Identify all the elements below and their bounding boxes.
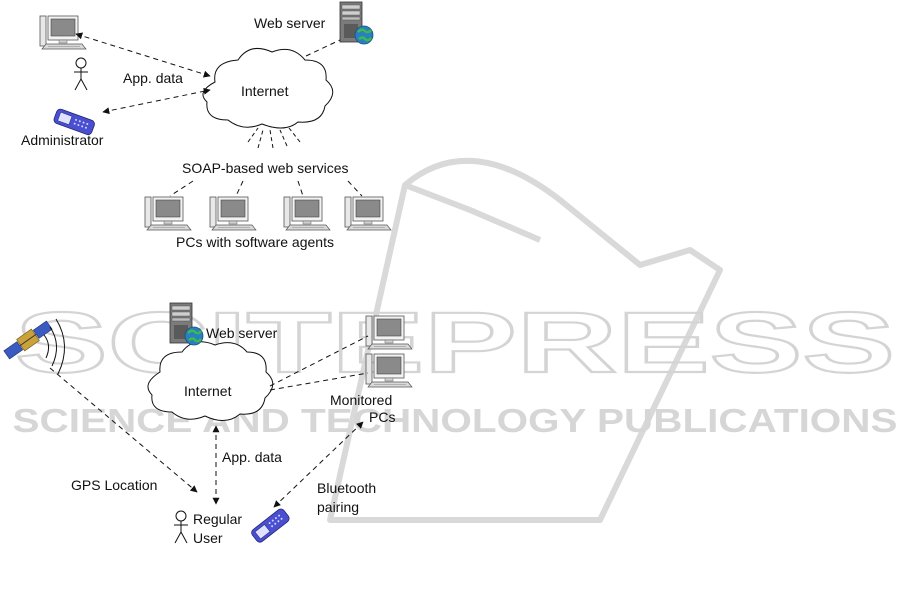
pcs-agents-label: PCs with software agents — [176, 234, 334, 250]
web-server-label-bottom: Web server — [206, 325, 278, 341]
regular-user-label-line2: User — [193, 530, 223, 546]
cloud-radiating-lines — [248, 128, 300, 148]
agent-pc-icon-4 — [345, 197, 391, 230]
user-phone-icon — [250, 507, 291, 543]
admin-computer-icon — [40, 16, 86, 49]
agent-pc-icon-2 — [210, 197, 256, 230]
watermark-title: SCITEPRESS — [15, 295, 895, 391]
agent-pc-icon-3 — [284, 197, 330, 230]
watermark-subtitle: SCIENCE AND TECHNOLOGY PUBLICATIONS — [13, 402, 898, 439]
agent-pc-icon-1 — [145, 197, 191, 230]
soap-services-label: SOAP-based web services — [182, 160, 349, 176]
gps-location-label: GPS Location — [71, 477, 157, 493]
app-data-label-top: App. data — [123, 70, 183, 86]
pc-links — [170, 181, 362, 196]
monitored-label-line2: PCs — [369, 409, 395, 425]
link-internet-web-server — [306, 40, 340, 56]
top-diagram: Internet Administrator App. data Web ser… — [21, 2, 391, 250]
bluetooth-label-line2: pairing — [317, 499, 359, 515]
arrow-admin-phone-internet — [103, 90, 210, 112]
web-server-icon-top — [340, 2, 373, 44]
administrator-person-icon — [74, 58, 88, 90]
regular-user-label-line1: Regular — [193, 511, 242, 527]
app-data-label-bottom: App. data — [222, 449, 282, 465]
internet-label-top: Internet — [241, 83, 289, 99]
bluetooth-label-line1: Bluetooth — [317, 480, 376, 496]
administrator-label: Administrator — [21, 132, 104, 148]
internet-label-bottom: Internet — [184, 383, 232, 399]
regular-user-person-icon — [174, 511, 188, 543]
monitored-label-line1: Monitored — [330, 392, 392, 408]
web-server-label-top: Web server — [254, 15, 326, 31]
